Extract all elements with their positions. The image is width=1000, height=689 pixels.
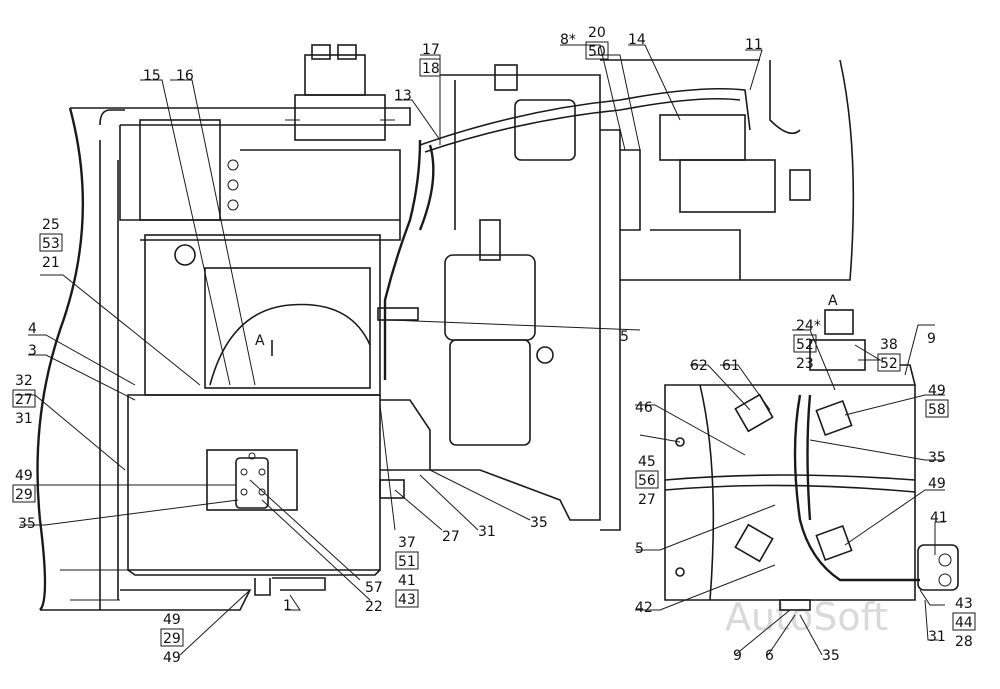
callout-27-left: 25 [42,217,60,233]
callout-5: 5 [635,541,644,557]
callout-52-inset: 23 [796,356,814,372]
callouts: 15 16 13 17 18 8* 20 50 14 11 25 53 21 4… [12,25,976,666]
leader-lines [15,44,945,656]
callout-61: 35 [530,515,548,531]
callout-41-main: 57 [365,580,383,596]
callout-20: 17 [422,42,440,58]
callout-38: 52 [796,337,814,353]
callout-58: 27 [442,529,460,545]
side-bracket [379,399,431,499]
callout-44: 42 [635,600,653,616]
callout-21: 49 [928,383,946,399]
callout-22: 49 [163,612,181,628]
callout-49-a: 31 [15,411,33,427]
callout-46: 62 [690,358,708,374]
valve-block [285,44,395,141]
callout-13: 13 [394,88,412,104]
callout-53: 52 [880,356,898,372]
callout-24: 20 [588,25,606,41]
callout-49-left: 21 [42,255,60,271]
callout-27-inset: 45 [638,454,656,470]
watermark: AutoSoft [725,595,888,639]
callout-1: 1 [283,598,292,614]
callout-60: 31 [928,629,946,645]
callout-32: 58 [928,402,946,418]
callout-35-inset: 56 [638,473,656,489]
callout-29-a: 32 [15,373,33,389]
callout-8: 8* [560,32,576,48]
callout-52-top: 50 [588,44,606,60]
callout-43-main: 22 [365,599,383,615]
callout-31-mid: 51 [398,554,416,570]
frame-rail [36,107,252,611]
callout-35-a: 27 [15,392,33,408]
callout-31-inset: 44 [955,615,973,631]
engine-block [430,64,621,531]
callout-49-inset: 27 [638,492,656,508]
detail-upper-right [514,59,855,281]
callout-11: 5 [620,329,629,345]
callout-6: 6 [765,648,774,664]
callout-4: 4 [28,321,37,337]
callout-27-mid: 37 [398,535,416,551]
callout-56: 46 [635,400,653,416]
callout-15: 11 [745,37,763,53]
view-a-inset [664,309,959,611]
callout-35-inset: 28 [955,634,973,650]
callout-49-mid: 43 [398,592,416,608]
callout-29-b: 49 [15,468,33,484]
bottom-bracket [254,577,326,596]
upper-crossbar [70,107,411,241]
callout-14: 9 [733,648,742,664]
callout-28: 43 [955,596,973,612]
callout-51: 49 [163,650,181,666]
callout-17: 15 [143,68,161,84]
cylinder-11 [444,219,554,446]
callout-25: 38 [880,337,898,353]
lower-box [127,394,381,576]
callout-41-inset: 35 [928,450,946,466]
callout-49-b: 29 [15,487,33,503]
callout-23: 24* [796,318,821,334]
callout-57: 35 [18,516,36,532]
callout-31-left: 53 [42,236,60,252]
callout-9: 9 [927,331,936,347]
callout-42: 49 [928,476,946,492]
callout-31-bottom: 35 [822,648,840,664]
callout-50: 18 [422,61,440,77]
view-a-marker: A [255,333,265,349]
view-a-title: A [828,293,838,309]
callout-62: 31 [478,524,496,540]
callout-16: 14 [628,32,646,48]
callout-3: 3 [28,343,37,359]
tank-body: A [144,234,381,396]
callout-18: 16 [176,68,194,84]
callout-35-mid: 41 [398,573,416,589]
callout-45: 61 [722,358,740,374]
callout-37: 29 [163,631,181,647]
callout-43-inset: 41 [930,510,948,526]
